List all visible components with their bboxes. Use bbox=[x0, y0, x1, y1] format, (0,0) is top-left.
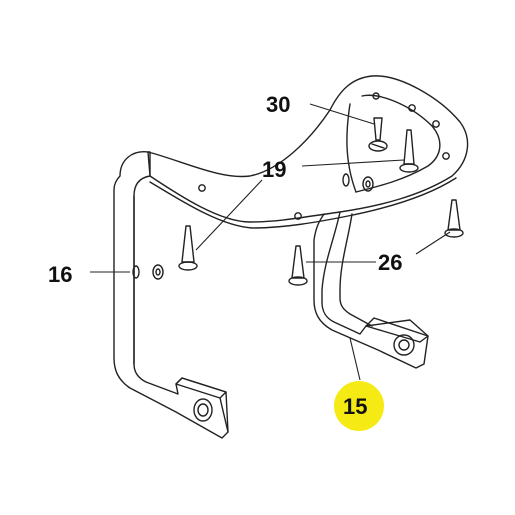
right-leg-outer bbox=[313, 211, 429, 369]
callout-19: 19 bbox=[262, 157, 286, 182]
washer-16-right bbox=[342, 173, 374, 192]
screw-26-right bbox=[444, 199, 464, 238]
nut-16-left bbox=[152, 264, 164, 280]
leader-30 bbox=[309, 103, 375, 125]
screw-26-right-head bbox=[444, 228, 464, 238]
left-foot-side bbox=[219, 397, 229, 433]
bracket-frame bbox=[113, 75, 469, 439]
top-loop-inner-2 bbox=[346, 103, 357, 193]
highlight-circle-15 bbox=[334, 381, 384, 431]
callout-16: 16 bbox=[48, 262, 72, 287]
screw-19-lower-head bbox=[178, 261, 198, 271]
callout-26: 26 bbox=[378, 250, 402, 275]
screw-30 bbox=[368, 117, 388, 152]
top-hole bbox=[198, 184, 206, 192]
washer-16-left bbox=[132, 264, 164, 280]
leader-19-lower bbox=[195, 179, 263, 251]
leader-15 bbox=[349, 337, 361, 381]
top-hole bbox=[432, 120, 440, 128]
right-foot-top bbox=[365, 317, 429, 343]
callout-15: 15 bbox=[343, 394, 367, 419]
right-foot-hole-inner bbox=[398, 339, 410, 351]
screw-30-shank bbox=[373, 117, 383, 141]
left-foot-hole-inner bbox=[197, 403, 209, 417]
top-hole bbox=[372, 92, 380, 100]
screw-19-upper bbox=[399, 129, 419, 173]
washer-16-right-flat bbox=[342, 173, 350, 187]
right-foot-hole bbox=[393, 334, 415, 356]
screw-19-lower bbox=[178, 225, 198, 271]
callout-30: 30 bbox=[266, 92, 290, 117]
top-bar-front bbox=[147, 75, 469, 223]
top-hole bbox=[408, 104, 416, 112]
left-foot-top bbox=[175, 377, 227, 399]
nut-16-right bbox=[362, 176, 374, 192]
top-hole bbox=[294, 212, 302, 220]
top-loop-inner bbox=[355, 94, 441, 193]
screw-19-upper-head bbox=[399, 163, 419, 173]
top-hole bbox=[442, 152, 450, 160]
top-bar-inner-edge bbox=[149, 177, 457, 229]
screw-30-head bbox=[368, 140, 388, 152]
screw-26-left bbox=[288, 245, 308, 286]
left-foot-hole bbox=[193, 398, 213, 422]
leader-19-upper bbox=[301, 159, 405, 167]
right-leg-inner-edge bbox=[339, 213, 373, 327]
leader-26-right bbox=[415, 231, 451, 255]
screw-26-left-head bbox=[288, 276, 308, 286]
washer-16-left-flat bbox=[132, 265, 140, 279]
